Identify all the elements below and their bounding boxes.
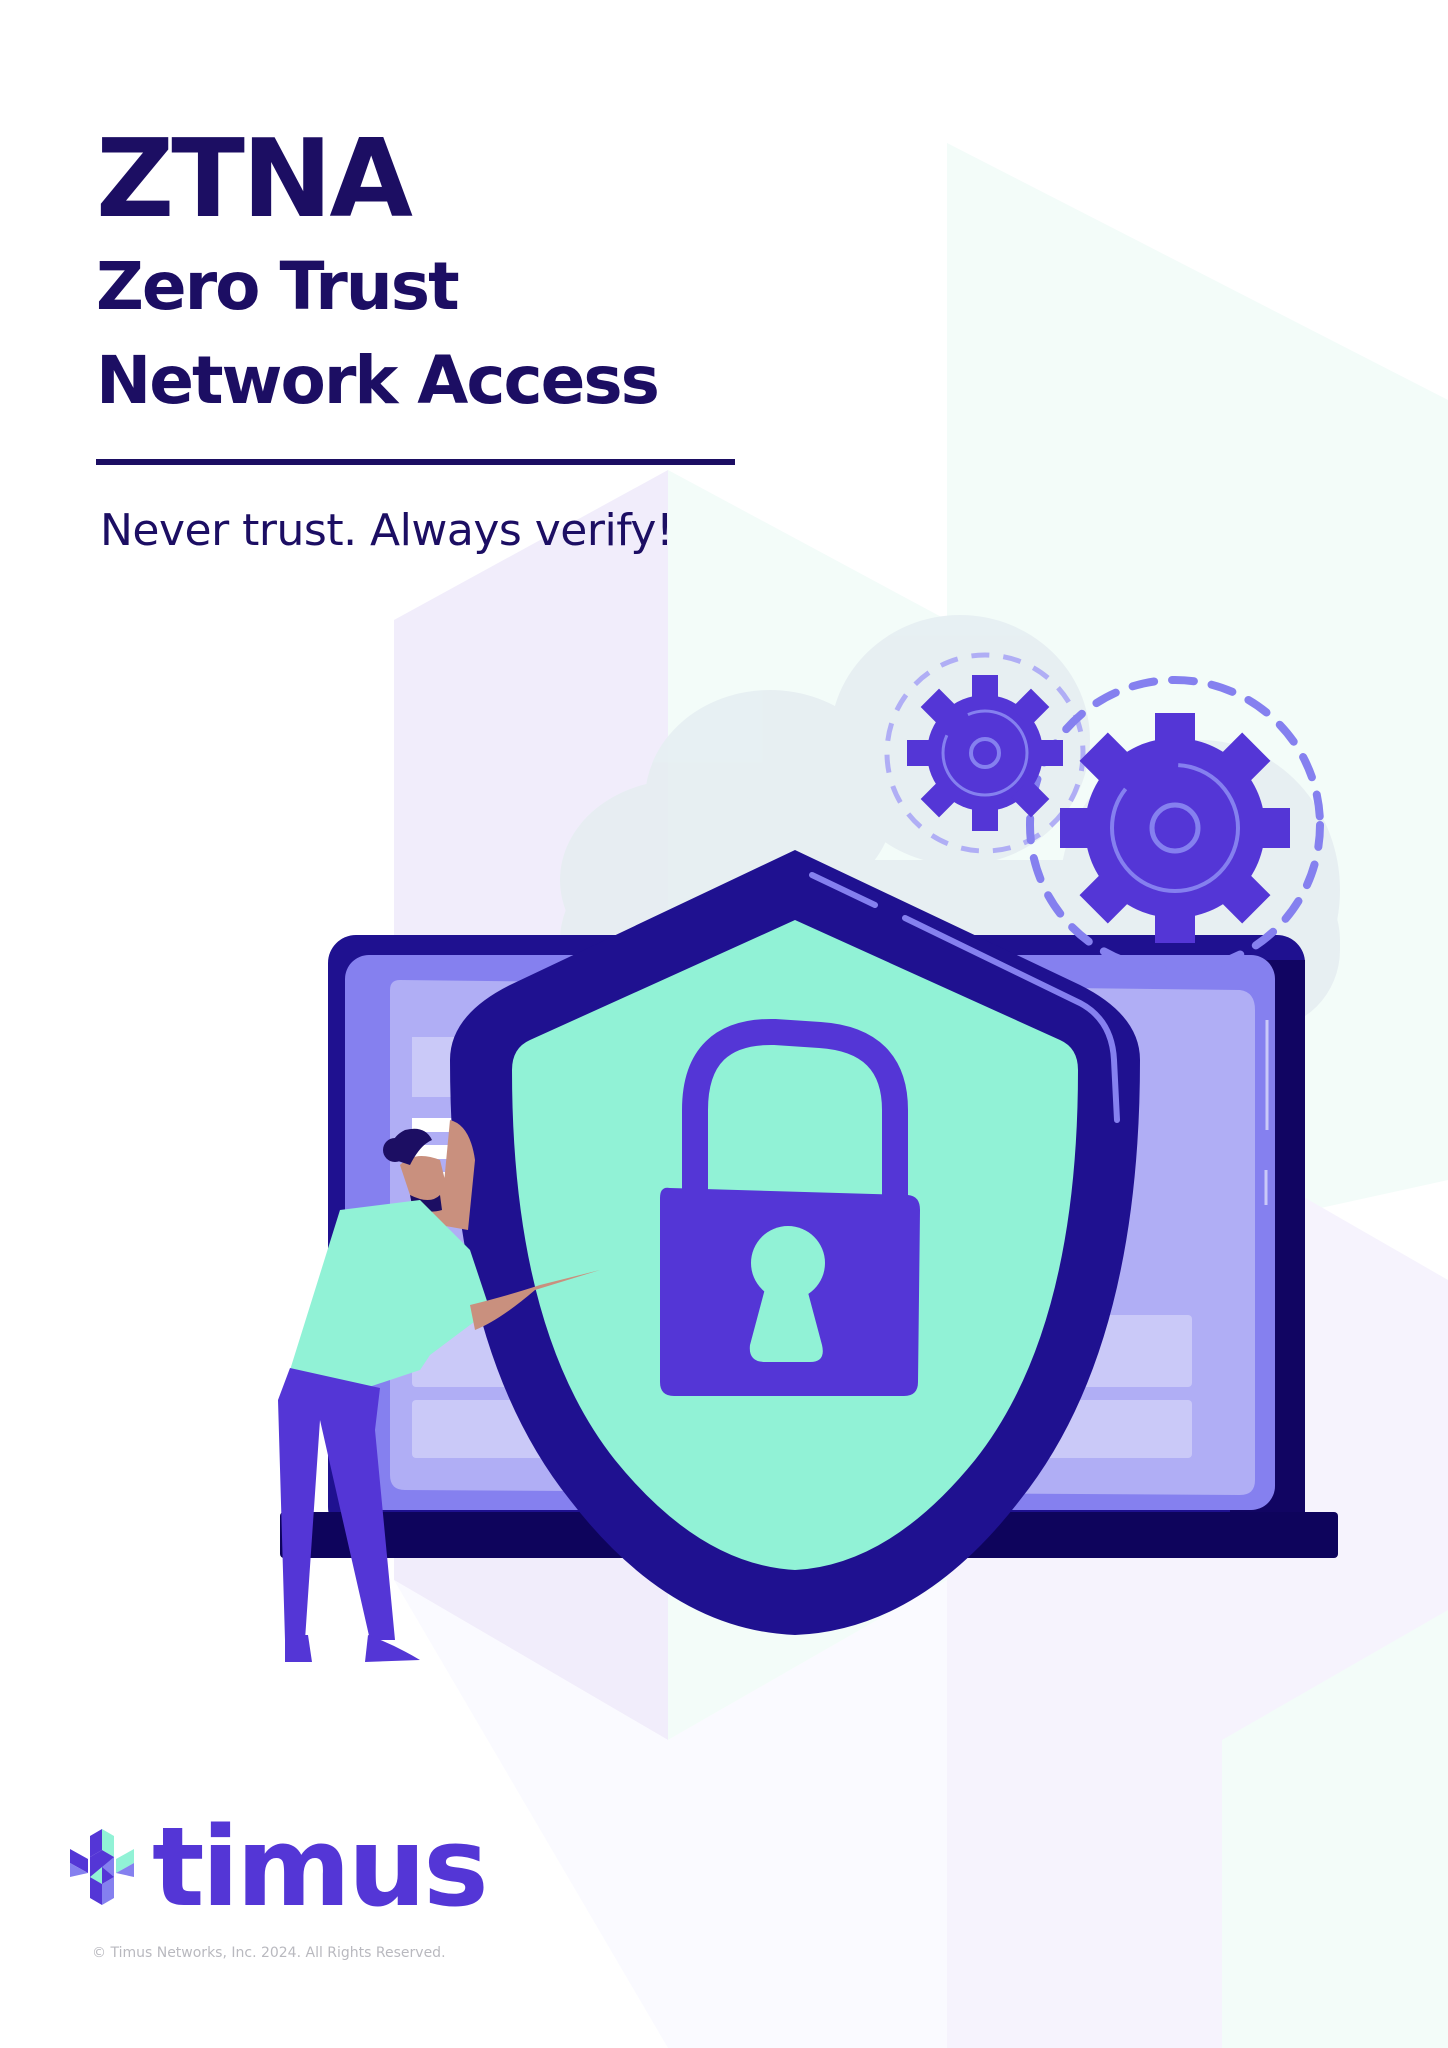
title-divider (96, 459, 735, 465)
timus-logo: timus (66, 1803, 489, 1931)
title-block: ZTNA Zero Trust Network Access (96, 117, 660, 428)
subtitle-line-2: Network Access (96, 342, 660, 419)
tagline: Never trust. Always verify! (100, 505, 674, 556)
subtitle-line-1: Zero Trust (96, 248, 460, 325)
person-figure (278, 1120, 600, 1662)
page-title: ZTNA (96, 117, 413, 242)
copyright-text: © Timus Networks, Inc. 2024. All Rights … (92, 1945, 446, 1961)
padlock-icon (660, 1018, 920, 1396)
timus-snowflake-icon (70, 1829, 134, 1905)
brand-name: timus (152, 1803, 489, 1931)
